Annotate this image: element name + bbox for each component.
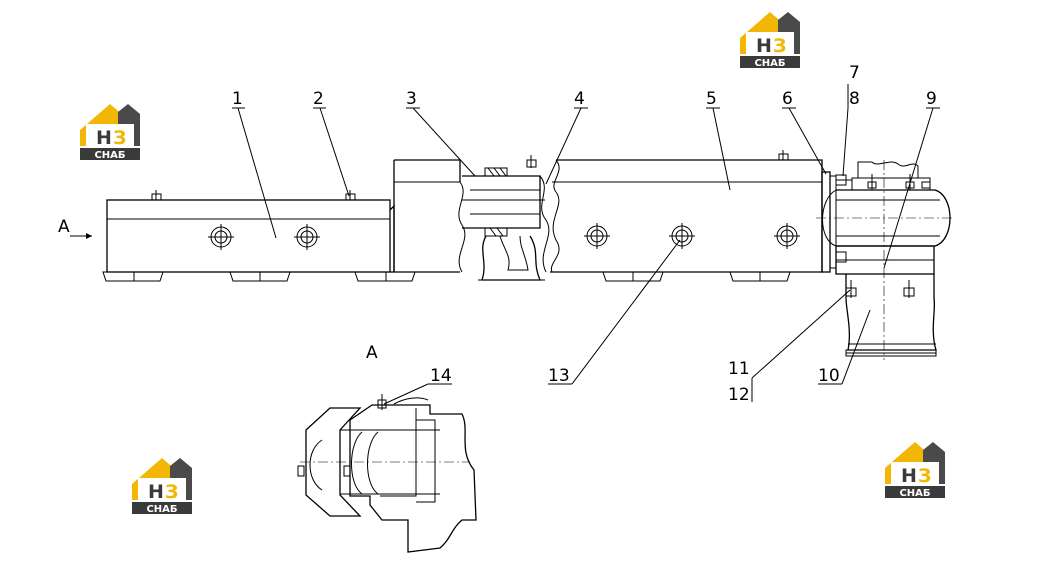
leader-lines <box>232 84 940 405</box>
callout-2: 2 <box>313 89 324 109</box>
watermark-logo-left: Н З СНАБ <box>80 104 140 161</box>
view-arrow-label: A <box>58 217 70 237</box>
detail-view-title: A <box>366 343 378 363</box>
callout-labels: 1 2 3 4 5 6 7 8 9 10 11 12 13 14 A A <box>58 63 937 405</box>
callout-11: 11 <box>728 359 750 379</box>
callout-5: 5 <box>706 89 717 109</box>
logo-word: СНАБ <box>754 58 785 69</box>
detail-view-a <box>297 394 477 553</box>
watermark-logo-top: Н З СНАБ <box>740 12 800 69</box>
logo-mark-digit: З <box>113 127 127 149</box>
callout-4: 4 <box>574 89 585 109</box>
callout-7: 7 <box>849 63 860 83</box>
logo-mark-digit: З <box>773 35 787 57</box>
callout-8: 8 <box>849 89 860 109</box>
logo-mark-letter: Н <box>148 481 164 503</box>
logo-word: СНАБ <box>146 504 177 515</box>
logo-mark-letter: Н <box>96 127 112 149</box>
callout-13: 13 <box>548 366 570 386</box>
callout-9: 9 <box>926 89 937 109</box>
logo-mark-letter: Н <box>756 35 772 57</box>
watermark-logo-bottom-left: Н З СНАБ <box>132 458 192 515</box>
callout-12: 12 <box>728 385 750 405</box>
callout-3: 3 <box>406 89 417 109</box>
main-assembly <box>70 150 955 360</box>
callout-1: 1 <box>232 89 243 109</box>
logo-mark-digit: З <box>918 465 932 487</box>
logo-mark-letter: Н <box>901 465 917 487</box>
logo-word: СНАБ <box>899 488 930 499</box>
callout-6: 6 <box>782 89 793 109</box>
callout-10: 10 <box>818 366 840 386</box>
watermark-logo-bottom-right: Н З СНАБ <box>885 442 945 499</box>
logo-mark-digit: З <box>165 481 179 503</box>
logo-word: СНАБ <box>94 150 125 161</box>
callout-14: 14 <box>430 366 452 386</box>
